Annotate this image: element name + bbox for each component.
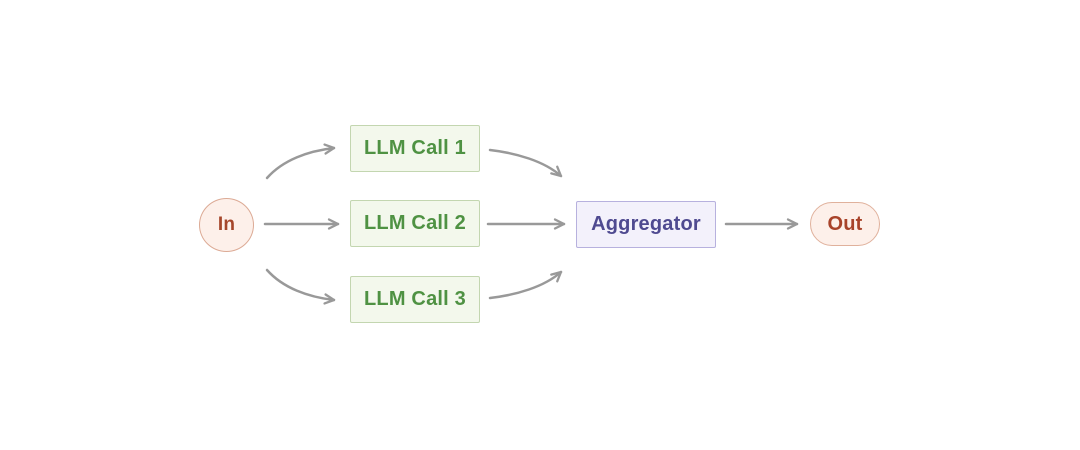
- node-in-label: In: [217, 214, 236, 235]
- edge-in-llm1: [265, 143, 336, 180]
- node-llm-call-3-label: LLM Call 3: [363, 288, 466, 310]
- node-in: In: [199, 198, 254, 252]
- node-aggregator: Aggregator: [576, 201, 716, 248]
- edge-in-llm3: [265, 268, 336, 305]
- node-llm-call-3: LLM Call 3: [350, 276, 480, 323]
- edge-llm1-aggregator: [488, 148, 563, 178]
- node-aggregator-label: Aggregator: [591, 213, 701, 235]
- node-llm-call-1-label: LLM Call 1: [363, 137, 466, 159]
- node-llm-call-1: LLM Call 1: [350, 125, 480, 172]
- node-out-label: Out: [827, 212, 863, 235]
- node-llm-call-2-label: LLM Call 2: [363, 212, 466, 234]
- node-out: Out: [810, 202, 880, 246]
- node-llm-call-2: LLM Call 2: [350, 200, 480, 247]
- edge-llm3-aggregator: [488, 270, 563, 300]
